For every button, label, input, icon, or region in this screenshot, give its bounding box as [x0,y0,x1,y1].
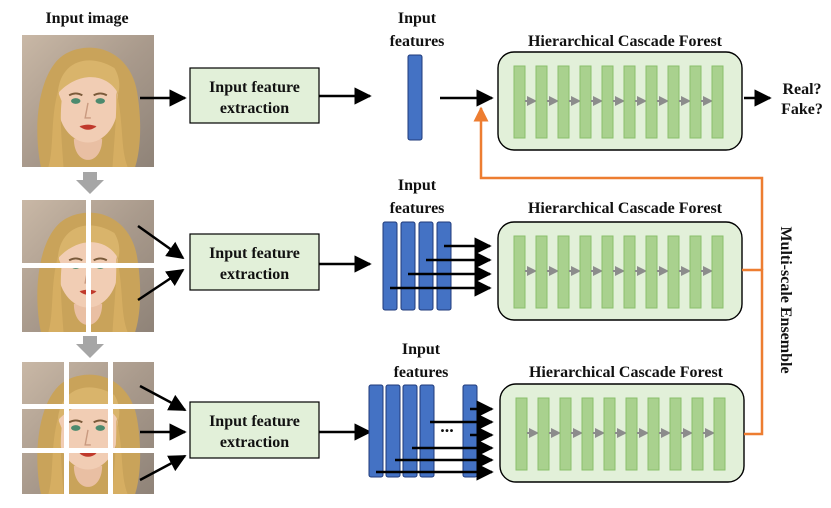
cascade-stage [689,65,702,139]
forest-title-3: Hierarchical Cascade Forest [529,364,724,381]
svg-text:Input: Input [402,341,441,358]
ensemble-label: Multi-scale Ensemble [777,226,794,373]
cascade-stage [601,65,614,139]
row2-feature-arrows [390,237,492,297]
svg-text:features: features [394,364,449,381]
svg-text:extraction: extraction [220,266,289,283]
row3-arrow-bottom [139,454,187,482]
forest-title-2: Hierarchical Cascade Forest [528,200,723,217]
cascade-stage [623,65,636,139]
forest-stages-2 [513,235,724,309]
cascade-stage [513,235,526,309]
svg-text:Input feature: Input feature [209,245,300,262]
input-image-label: Input image [45,10,128,27]
cascade-stage [537,397,550,471]
portrait-image-3x3 [22,362,154,494]
svg-text:features: features [390,33,445,50]
svg-text:Input: Input [398,10,437,27]
svg-text:Input feature: Input feature [209,413,300,430]
feature-vector-1 [407,54,423,141]
down-arrow-1 [76,172,104,194]
cascade-stage [557,235,570,309]
down-arrow-2 [76,336,104,358]
output-fake: Fake? [781,101,823,118]
row3-arrow-top [139,384,187,412]
cascade-stage [667,65,680,139]
cascade-stage [515,397,528,471]
svg-text:extraction: extraction [220,434,289,451]
cascade-stage [601,235,614,309]
cascade-stage [689,235,702,309]
cascade-stage [581,397,594,471]
cascade-stage [559,397,572,471]
svg-text:Input: Input [398,177,437,194]
forest-stages-3 [515,397,726,471]
feature-vectors-2 [382,221,452,311]
cascade-stage [713,397,726,471]
forest-title-1: Hierarchical Cascade Forest [528,33,723,50]
extraction-box-1: Input feature extraction [189,67,320,124]
cascade-stage [579,235,592,309]
cascade-stage [623,235,636,309]
output-real: Real? [782,81,821,98]
input-features-label-2: Input features [390,177,445,217]
cascade-stage [579,65,592,139]
cascade-stage [535,65,548,139]
svg-text:Input feature: Input feature [209,79,300,96]
cascade-stage [513,65,526,139]
row2-arrow-top [137,224,185,260]
portrait-image-2x2 [22,200,154,332]
extraction-box-2: Input feature extraction [189,233,320,291]
input-features-label-3: Input features [394,341,449,381]
extraction-box-3: Input feature extraction [189,401,320,459]
feature-vectors-3 [368,384,478,478]
feature-ellipsis: ... [440,416,454,436]
row3-feature-arrows [376,400,494,481]
cascade-stage [647,397,660,471]
portrait-image-full [22,35,154,167]
row2-arrow-bottom [137,268,185,302]
ensemble-connector [473,106,764,436]
cascade-stage [645,235,658,309]
cascade-stage [667,235,680,309]
cascade-stage [625,397,638,471]
cascade-stage [691,397,704,471]
svg-text:extraction: extraction [220,100,289,117]
cascade-stage [603,397,616,471]
cascade-stage [669,397,682,471]
cascade-stage [535,235,548,309]
cascade-stage [645,65,658,139]
input-features-label-1: Input features [390,10,445,50]
svg-text:features: features [390,200,445,217]
cascade-stage [711,65,724,139]
forest-stages-1 [513,65,724,139]
cascade-stage [711,235,724,309]
cascade-stage [557,65,570,139]
